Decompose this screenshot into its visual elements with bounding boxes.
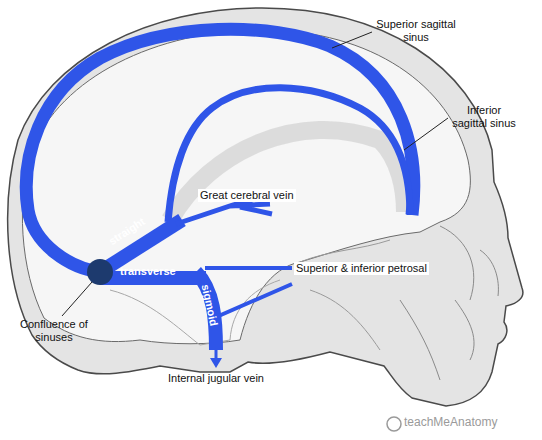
sinus-band-label: sigmoid [199,283,220,327]
leader-line [404,118,448,150]
leader-line [62,282,92,316]
petrosal-sinus [205,268,292,318]
anatomy-label: Inferior sagittal sinus [448,104,520,130]
face-detail [400,226,498,380]
skull-outline [8,8,523,406]
sphenoid-detail [300,240,390,350]
watermark: teachMeAnatomy [404,416,524,429]
confluence-circle [87,259,113,285]
jugular-arrowhead [210,358,222,368]
anatomy-label: Great cerebral vein [198,189,296,202]
cranial-cavity [22,30,470,344]
sinus-name: transverse [120,265,176,278]
sinus-band-label: transverse [120,265,176,278]
tentorium-shading [110,280,280,345]
anatomy-label: Confluence of sinuses [14,318,94,344]
inferior-sagittal-sinus [168,88,410,222]
anatomy-label: Superior & inferior petrosal [294,262,429,275]
anatomy-label: Superior sagittal sinus [376,18,456,44]
leader-line [332,32,372,48]
superior-sagittal-sinus [26,29,413,272]
falx-shading [170,130,405,220]
watermark-ring [387,417,401,431]
sinus-name: straight [106,215,147,248]
sinus-name: sigmoid [199,283,220,327]
anatomy-label: Internal jugular vein [166,372,266,385]
sinus-band-label: straight [106,215,147,248]
